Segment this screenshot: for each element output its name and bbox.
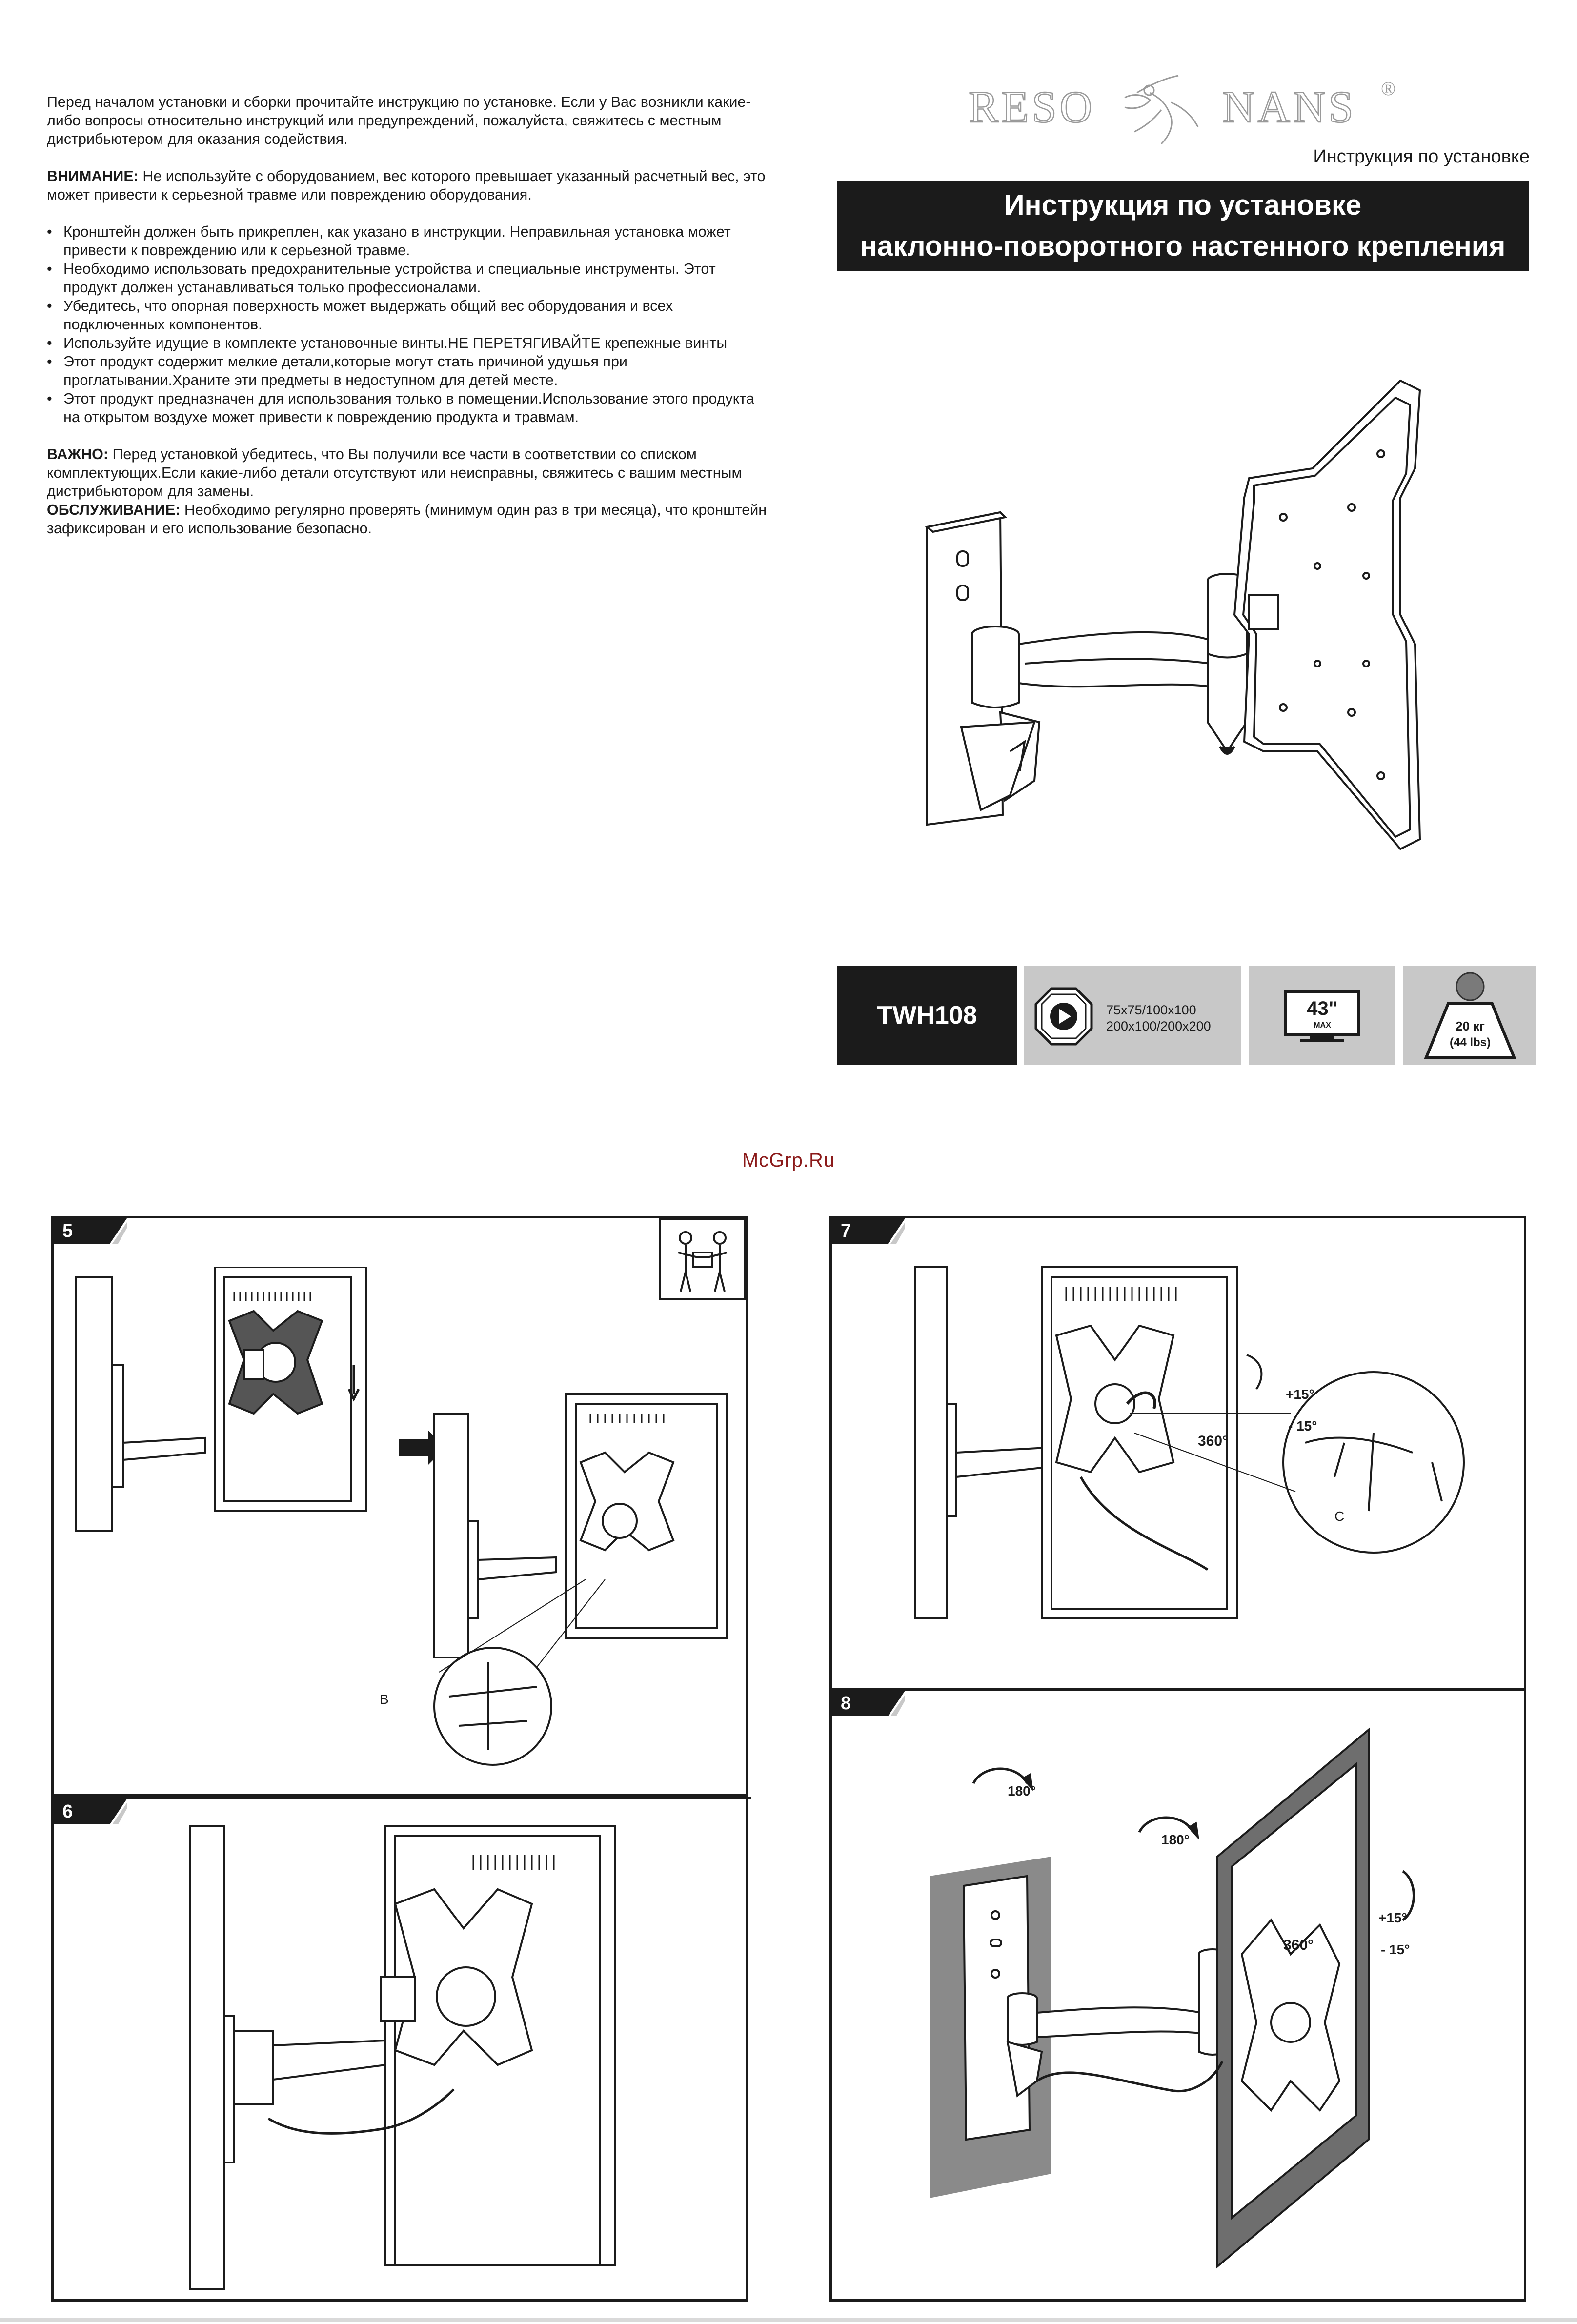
list-item: Убедитесь, что опорная поверхность может…: [47, 297, 769, 334]
weight-icon: 20 кг (44 lbs): [1424, 972, 1516, 1059]
subheader: Инструкция по установке: [1313, 146, 1530, 167]
watermark: McGrp.Ru: [742, 1150, 835, 1171]
step-6-illustration: [189, 1825, 616, 2290]
fairy-icon: [1124, 75, 1199, 145]
step-6-panel: 6: [51, 1797, 751, 2302]
title-line-2: наклонно-поворотного настенного креплени…: [860, 230, 1506, 262]
screen-size-value: 43": [1307, 998, 1337, 1019]
list-item: Используйте идущие в комплекте установоч…: [47, 334, 769, 352]
vesa-line-2: 200x100/200x200: [1106, 1019, 1211, 1033]
list-item: Необходимо использовать предохранительны…: [47, 260, 769, 297]
title-box: Инструкция по установке наклонно-поворот…: [837, 181, 1529, 271]
model-badge: TWH108: [837, 966, 1017, 1065]
screen-size-spec: 43" MAX: [1249, 966, 1395, 1065]
warning-label: ВНИМАНИЕ:: [47, 168, 139, 184]
service-paragraph: ОБСЛУЖИВАНИЕ: Необходимо регулярно прове…: [47, 501, 769, 538]
step-8-number: 8: [841, 1693, 851, 1714]
step-5-panel: 5 B: [51, 1216, 748, 1797]
title-line-1: Инструкция по установке: [1004, 189, 1362, 221]
brand-logo: RESO NANS ®: [969, 75, 1395, 145]
step-7-illustration: [914, 1266, 1465, 1619]
step-8-tilt-down: - 15°: [1381, 1942, 1410, 1957]
wall-plate-drawing: [925, 511, 1041, 826]
step-7-tilt-up: +15°: [1286, 1387, 1314, 1402]
arm-drawing: [971, 573, 1248, 755]
arm-swivel-label: 180°: [1161, 1832, 1190, 1847]
service-text: Необходимо регулярно проверять (минимум …: [47, 502, 767, 537]
brand-left: RESO: [969, 82, 1095, 132]
step-8-tilt-up: +15°: [1378, 1910, 1407, 1925]
intro-text: Перед началом установки и сборки прочита…: [47, 93, 769, 538]
brand-right: NANS: [1222, 82, 1356, 132]
important-label: ВАЖНО:: [47, 446, 109, 463]
product-illustration: [925, 379, 1421, 850]
safety-list: Кронштейн должен быть прикреплен, как ук…: [47, 222, 769, 426]
weight-spec: 20 кг (44 lbs): [1403, 966, 1536, 1065]
tv-icon: 43" MAX: [1284, 990, 1360, 1042]
step-7-tilt-down: - 15°: [1288, 1418, 1317, 1434]
important-text: Перед установкой убедитесь, что Вы получ…: [47, 446, 742, 500]
step-7-number: 7: [841, 1221, 851, 1241]
label-c: C: [1334, 1509, 1345, 1524]
registered-mark: ®: [1381, 78, 1395, 100]
specs-row: TWH108 75x75/100x100 200x100/200x200 43"…: [837, 966, 1536, 1065]
vesa-line-1: 75x75/100x100: [1106, 1003, 1196, 1017]
vesa-text: 75x75/100x100 200x100/200x200: [1106, 1002, 1211, 1034]
vesa-plate-drawing: [1233, 379, 1421, 850]
step-5-tab: 5: [54, 1218, 127, 1244]
two-person-icon: [659, 1218, 746, 1300]
list-item: Этот продукт содержит мелкие детали,кото…: [47, 352, 769, 389]
step-5-number: 5: [62, 1221, 73, 1241]
list-item: Этот продукт предназначен для использова…: [47, 389, 769, 426]
step-6-tab: 6: [54, 1799, 127, 1824]
warning-text: Не используйте с оборудованием, вес кото…: [47, 168, 766, 203]
step-7-tab: 7: [832, 1218, 905, 1244]
step-8-panel: 8 180° 180° 360° +15° - 15°: [829, 1688, 1526, 2302]
step-5-illustration: [75, 1267, 728, 1766]
vesa-icon: [1034, 987, 1093, 1046]
step-7-panel: 7 +15° - 15° 360° C: [829, 1216, 1526, 1691]
warning-paragraph: ВНИМАНИЕ: Не используйте с оборудованием…: [47, 167, 769, 204]
important-paragraph: ВАЖНО: Перед установкой убедитесь, что В…: [47, 445, 769, 501]
wall-swivel-label: 180°: [1008, 1783, 1036, 1799]
label-b: B: [380, 1692, 389, 1707]
weight-lbs: (44 lbs): [1450, 1036, 1491, 1049]
page-bottom-rule: [0, 2318, 1577, 2322]
screen-max-label: MAX: [1314, 1021, 1331, 1030]
service-label: ОБСЛУЖИВАНИЕ:: [47, 502, 181, 518]
step-8-tab: 8: [832, 1691, 905, 1716]
step-8-rotate: 360°: [1283, 1937, 1314, 1953]
step-6-number: 6: [62, 1801, 73, 1822]
intro-paragraph: Перед началом установки и сборки прочита…: [47, 94, 751, 147]
weight-kg: 20 кг: [1456, 1019, 1485, 1033]
step-7-rotate: 360°: [1198, 1433, 1229, 1449]
step-8-illustration: [930, 1727, 1415, 2269]
vesa-spec: 75x75/100x100 200x100/200x200: [1024, 966, 1241, 1065]
list-item: Кронштейн должен быть прикреплен, как ук…: [47, 222, 769, 260]
